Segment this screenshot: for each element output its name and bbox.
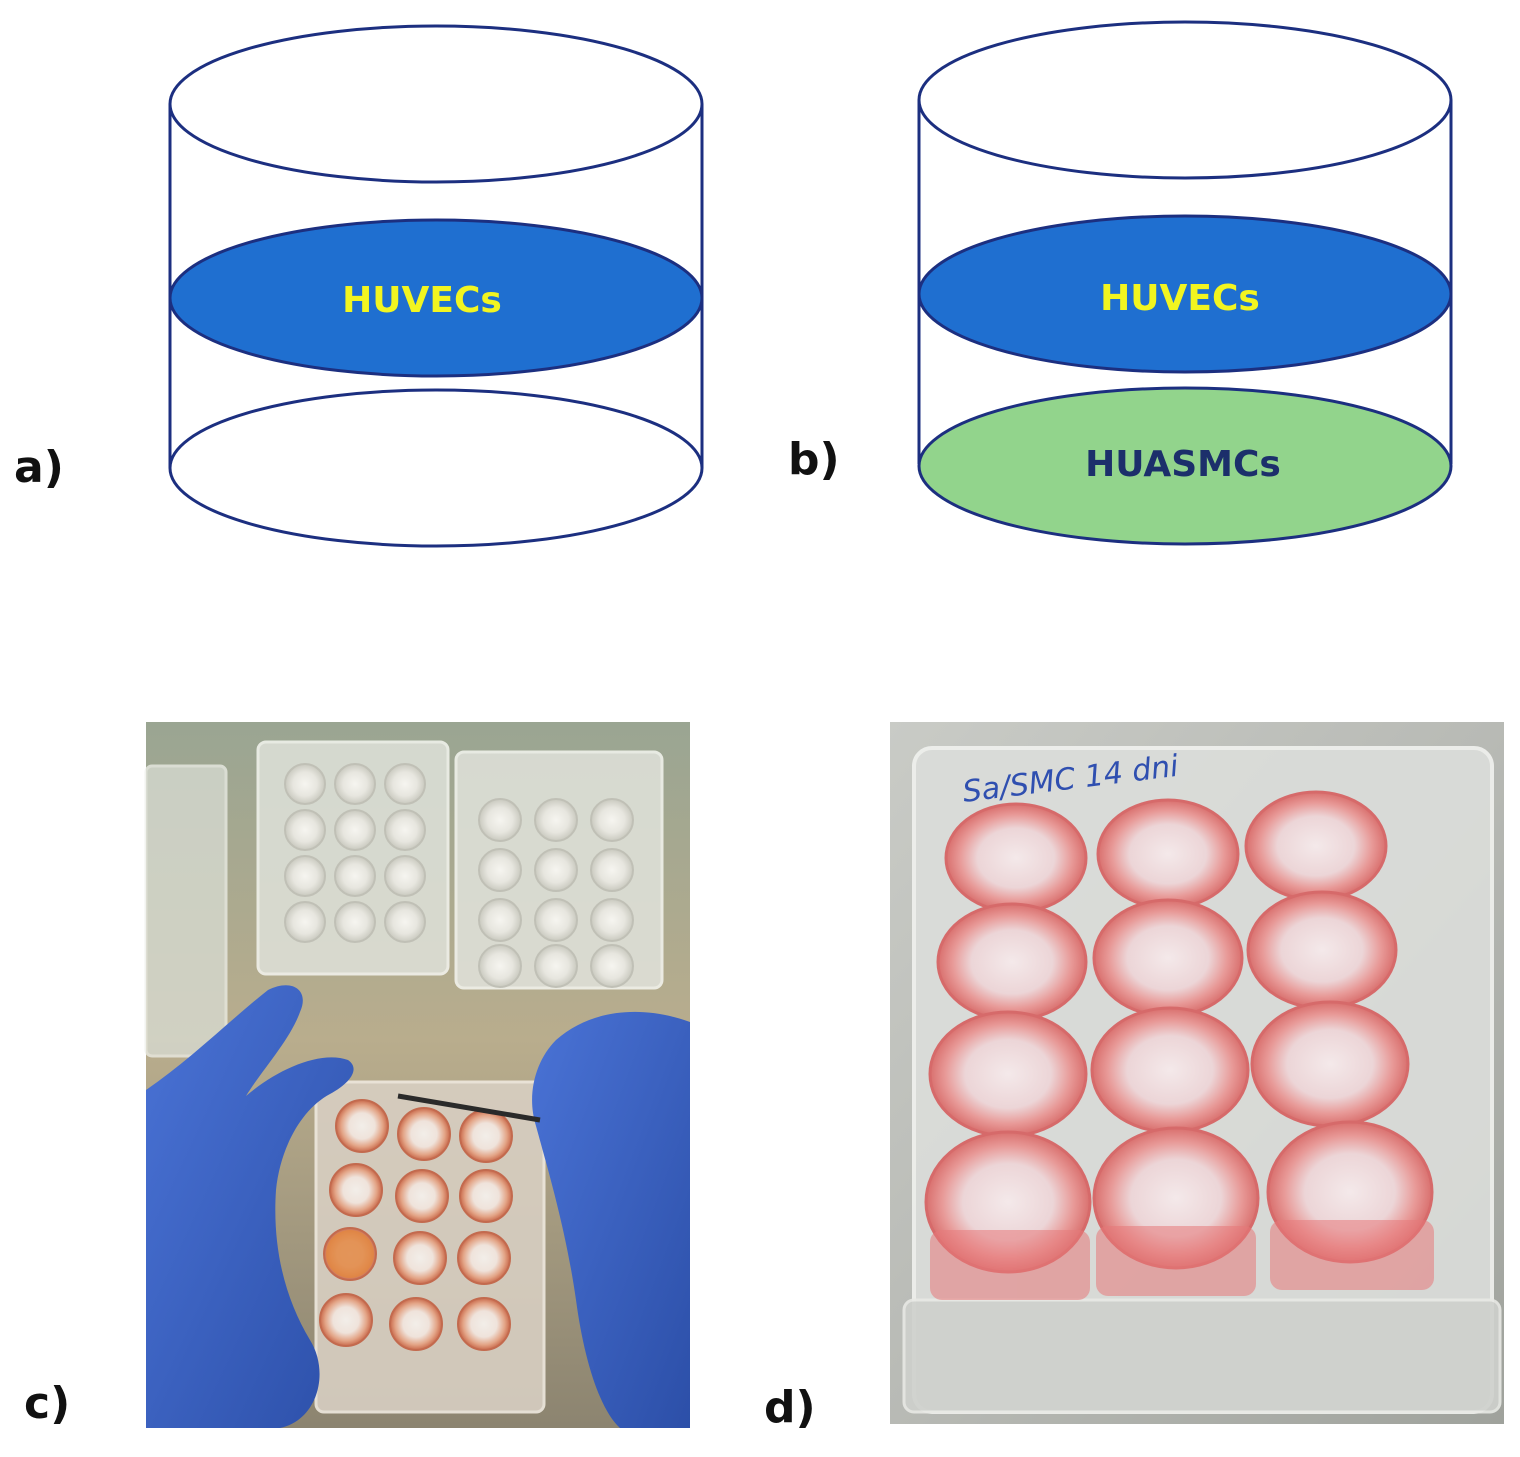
- label-huasmcs-b: HUASMCs: [1085, 444, 1281, 485]
- panel-b-diagram: HUVECs HUASMCs: [917, 20, 1453, 546]
- plate-clear-right-wells: [478, 798, 634, 988]
- glove-right: [532, 1011, 690, 1428]
- cylinder-a-bottom-rim: [168, 388, 704, 548]
- plate-d-wells: [924, 790, 1434, 1274]
- label-huvecs-a: HUVECs: [342, 280, 502, 321]
- well-orange-filled: [326, 1230, 374, 1278]
- panel-label-d: d): [764, 1382, 816, 1433]
- plate-clear-middle-wells: [284, 763, 426, 943]
- plate-pink-wells: [319, 1099, 513, 1351]
- panel-c-photo: [144, 722, 690, 1428]
- glove-left: [146, 985, 354, 1428]
- panel-label-c: c): [24, 1378, 70, 1429]
- cylinder-a-top-rim: [168, 24, 704, 184]
- panel-a-diagram: HUVECs: [168, 24, 704, 548]
- cylinder-b-huasmc-layer: [917, 386, 1453, 546]
- plate-stack-left: [144, 764, 228, 1058]
- cylinder-b-top-rim: [917, 20, 1453, 180]
- panel-label-b: b): [788, 434, 840, 485]
- cylinder-a-huvec-layer: [168, 218, 704, 378]
- panel-d-photo: Sa/SMC 14 dni: [890, 722, 1504, 1424]
- cylinder-b-huvec-layer: [917, 214, 1453, 374]
- plate-d-well-reflections: [930, 1220, 1434, 1300]
- plate-d-base: [902, 1298, 1502, 1414]
- label-huvecs-b: HUVECs: [1100, 278, 1260, 319]
- forceps: [397, 1093, 541, 1123]
- panel-label-a: a): [14, 442, 64, 493]
